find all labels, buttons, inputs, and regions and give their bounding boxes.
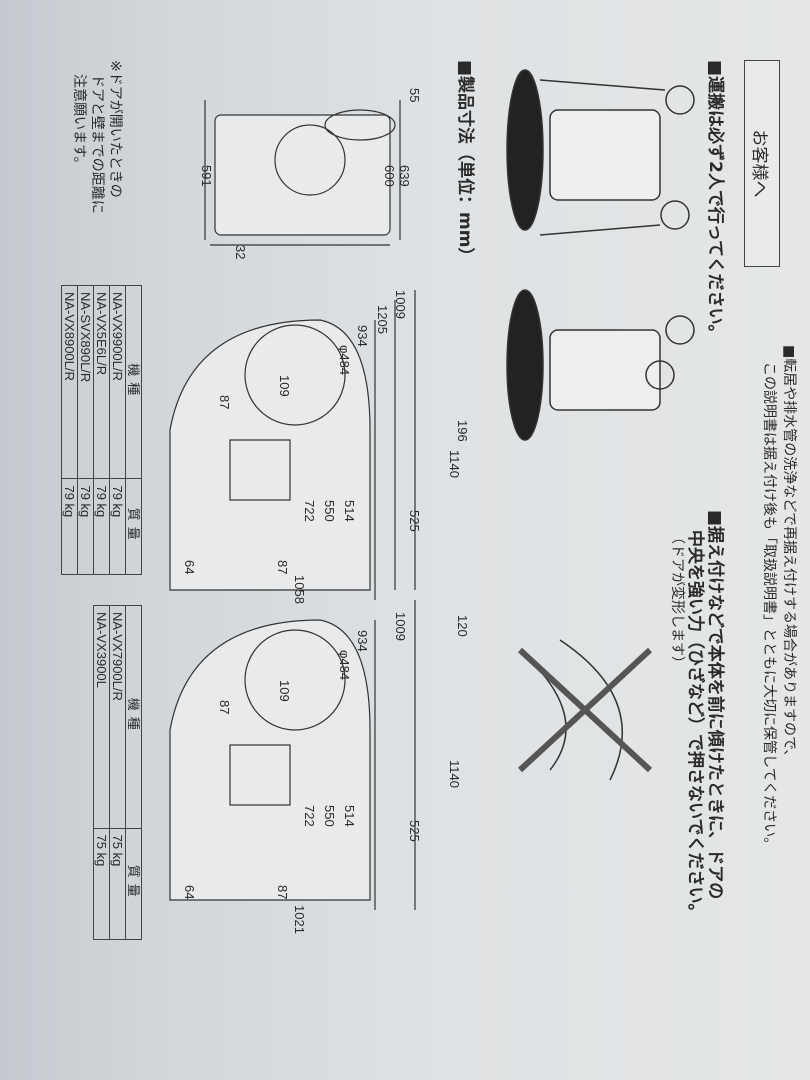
col-weight: 質量 — [125, 828, 142, 940]
dim-label: 600 — [382, 165, 397, 187]
weight-cell: 79 kg — [77, 478, 94, 575]
model-cell: NA-VX9900L/R — [109, 285, 126, 479]
dim-label: 87 — [217, 700, 232, 715]
dim-label: 87 — [275, 885, 290, 900]
dim-label: 64 — [182, 560, 197, 575]
dim-label: 550 — [322, 805, 337, 827]
dim-label: 1205 — [375, 305, 390, 334]
dim-label: 934 — [355, 630, 370, 652]
weight-cell: 79 kg — [93, 478, 110, 575]
do-not-push-illustration — [517, 639, 653, 781]
model-cell: NA-VX7900L/R — [109, 605, 126, 829]
table-header: 機種質量 — [125, 285, 142, 575]
dim-label: 1140 — [447, 760, 462, 788]
side-drawing-model-b — [169, 600, 416, 910]
dim-label: 32 — [233, 245, 248, 260]
weight-cell: 79 kg — [61, 478, 78, 575]
footnote-line: ※ドアが開いたときの — [107, 60, 123, 198]
dim-label: 525 — [407, 820, 422, 842]
col-weight: 質量 — [125, 478, 142, 575]
side-drawing-model-a — [169, 290, 416, 600]
dim-label: 1058 — [292, 575, 307, 604]
small-dimension-drawing — [204, 100, 401, 246]
weight-cell: 79 kg — [109, 478, 126, 575]
weight-cell: 75 kg — [109, 828, 126, 940]
dim-label: φ484 — [337, 650, 352, 681]
footnote-line: ドアと壁までの距離に — [89, 74, 105, 214]
model-cell: NA-VX8900L/R — [61, 285, 78, 479]
dim-label: 109 — [277, 375, 292, 397]
dim-label: 109 — [277, 680, 292, 702]
dim-label: 55 — [407, 88, 422, 103]
dim-label: 87 — [275, 560, 290, 575]
model-cell: NA-VX5E6L/R — [93, 285, 110, 479]
dim-label: 639 — [397, 165, 412, 187]
dim-label: 514 — [342, 500, 357, 522]
dim-label: 550 — [322, 500, 337, 522]
dimensions-heading: ■製品寸法（単位：mm） — [455, 60, 475, 265]
table-header: 機種質量 — [125, 605, 142, 940]
dim-label: 1009 — [393, 290, 408, 319]
model-cell: NA-SVX890L/R — [77, 285, 94, 479]
dim-label: φ484 — [337, 345, 352, 376]
footnote: ※ドアが開いたときの ドアと壁までの距離に 注意願います。 — [70, 60, 124, 214]
dim-label: 120 — [455, 615, 470, 637]
footnote-line: 注意願います。 — [71, 74, 87, 171]
col-model: 機種 — [125, 605, 142, 829]
dim-label: 87 — [217, 395, 232, 410]
model-cell: NA-VX3900L — [93, 605, 110, 829]
dim-label: 934 — [355, 325, 370, 347]
weight-cell: 75 kg — [93, 828, 110, 940]
col-model: 機種 — [125, 285, 142, 479]
dim-label: 514 — [342, 805, 357, 827]
dim-label: 1140 — [447, 450, 462, 478]
dim-label: 525 — [407, 510, 422, 532]
dim-label: 722 — [302, 805, 317, 827]
dim-label: 64 — [182, 885, 197, 900]
dim-label: 591 — [199, 165, 214, 187]
dim-label: 196 — [455, 420, 470, 442]
dim-label: 1021 — [292, 905, 307, 934]
dim-label: 1009 — [393, 612, 408, 641]
dim-label: 722 — [302, 500, 317, 522]
carry-illustration — [506, 69, 695, 441]
